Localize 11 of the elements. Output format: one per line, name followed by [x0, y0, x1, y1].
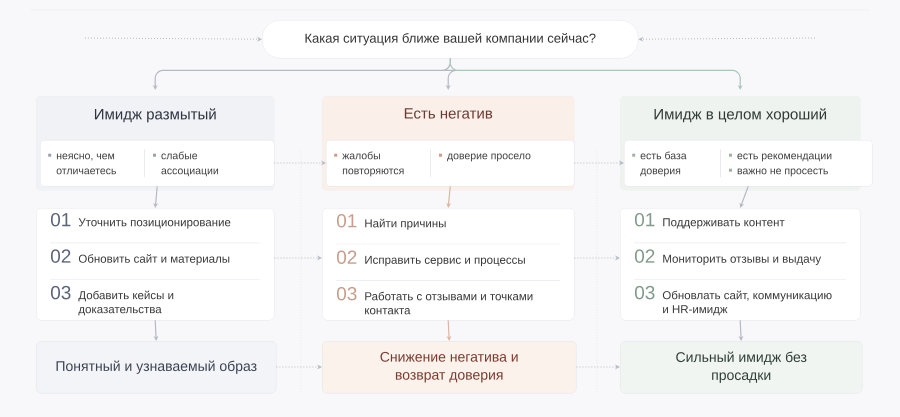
- result-box: Сильный имидж без просадки: [620, 341, 862, 394]
- bullet-card: жалобы повторяются доверие просело: [326, 140, 574, 186]
- question-box: Какая ситуация ближе вашей компании сейчас?: [262, 20, 638, 58]
- result-box: Понятный и узнаваемый образ: [36, 341, 276, 394]
- bullet-card: неясно, чем отличаетесь слабые ассоциации: [40, 140, 274, 186]
- steps-card: 01 Поддерживать контент 02 Мониторить отзывы и выдачу 03 Обновлать сайт, коммуникацию и HR-имидж: [620, 208, 860, 320]
- steps-card: 01 Найти причины 02 Исправить сервис и процессы 03 Работать с отзывами и точками контакта: [322, 208, 574, 320]
- bullet-card: есть база доверия есть рекомендации важно не просесть: [624, 140, 872, 186]
- result-box: Снижение негатива и возврат доверия: [322, 341, 576, 394]
- arrow: [740, 186, 749, 208]
- steps-card: 01 Уточнить позиционирование 02 Обновить сайт и материалы 03 Добавить кейсы и доказательства: [36, 208, 274, 320]
